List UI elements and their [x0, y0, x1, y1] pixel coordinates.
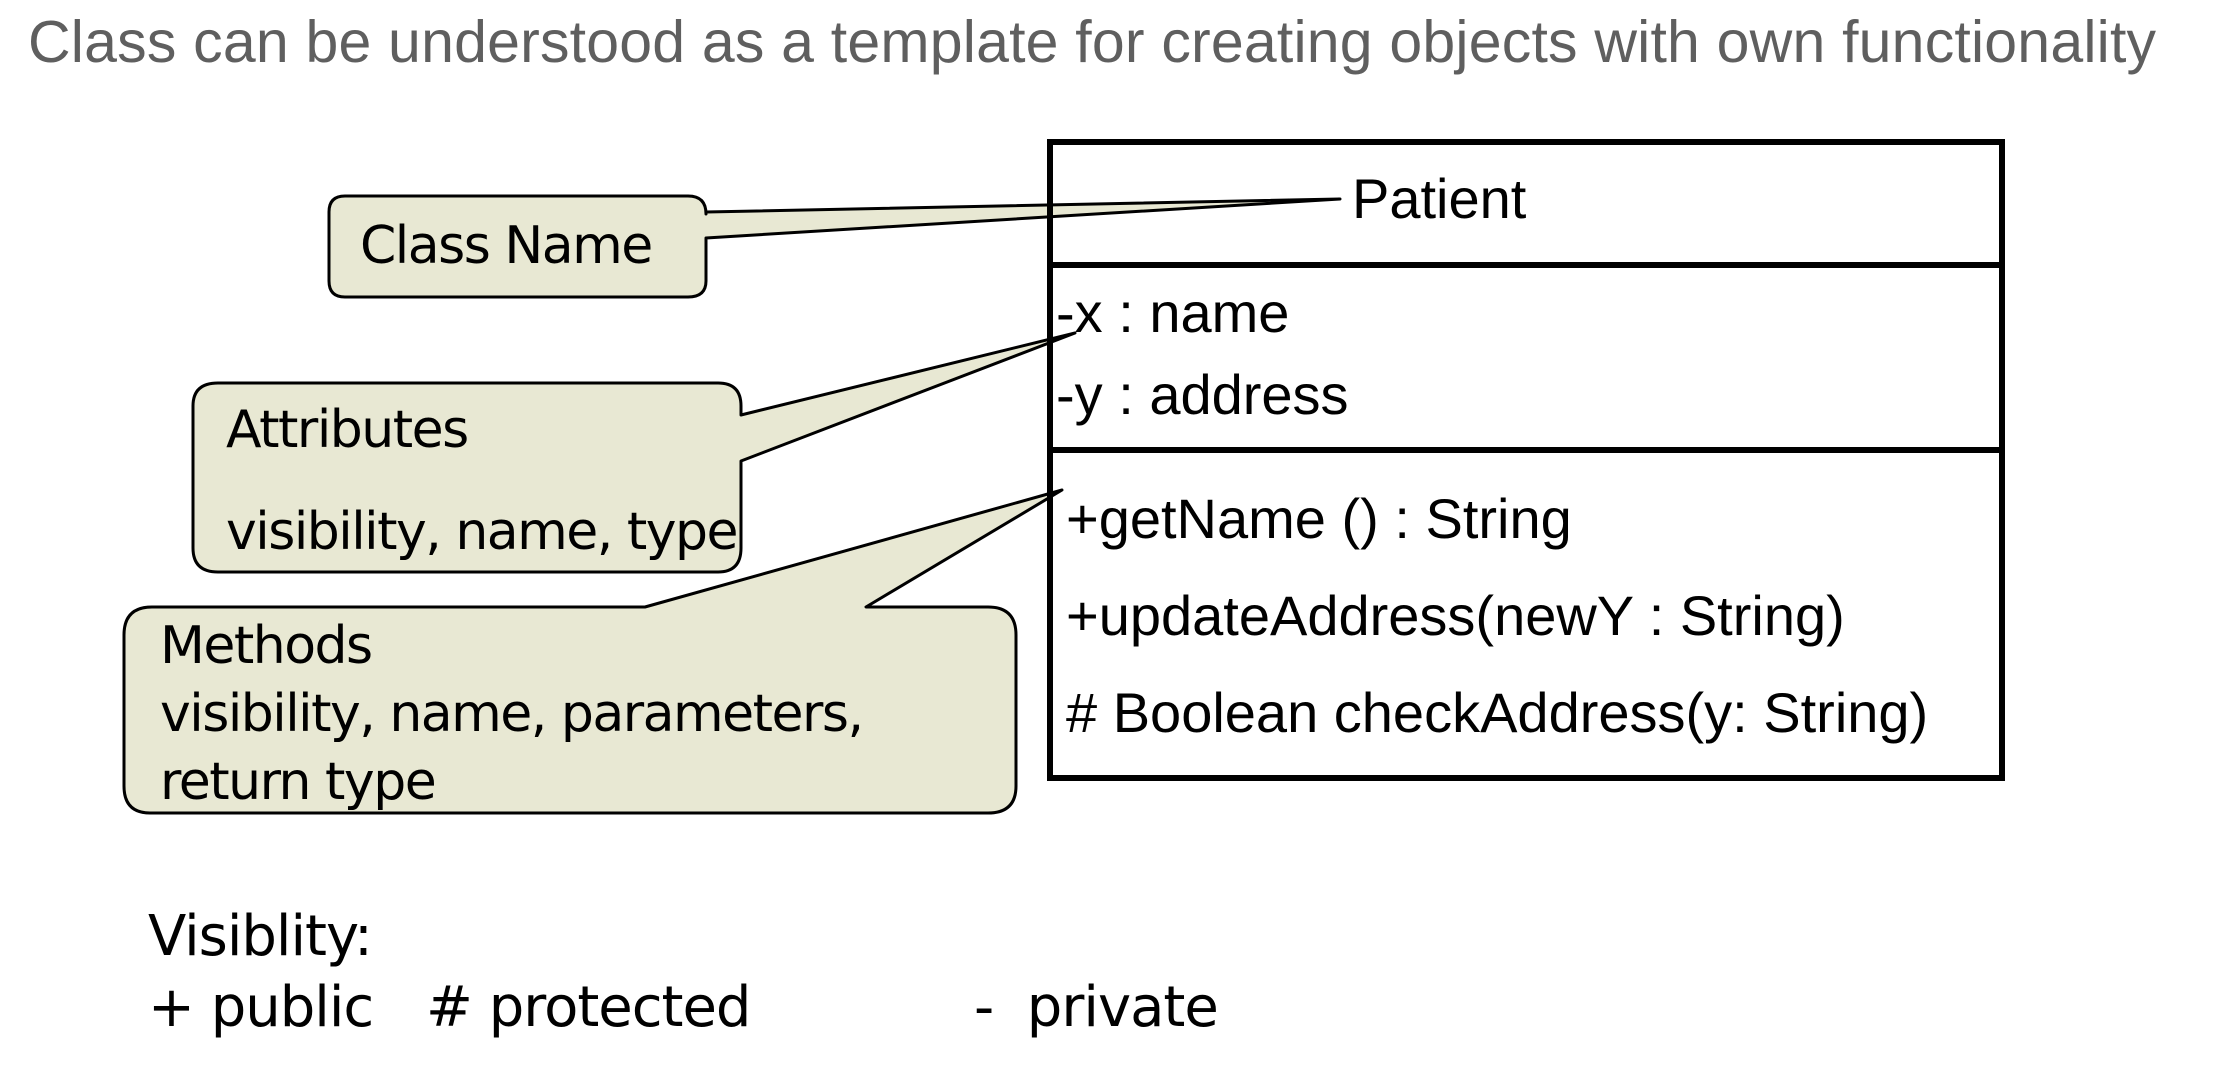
visibility-private: - private [974, 975, 1219, 1040]
visibility-public: + public [148, 975, 374, 1040]
uml-class-box [1047, 139, 2005, 781]
class-name-label: Class Name [360, 216, 653, 276]
methods-detail-line2: return type [160, 752, 437, 812]
methods-detail-line1: visibility, name, parameters, [160, 684, 864, 744]
page-title: Class can be understood as a template fo… [28, 9, 2157, 75]
method-row: +getName () : String [1066, 487, 1572, 550]
methods-callout-shape [122, 488, 1064, 815]
visibility-heading: Visiblity: [148, 904, 373, 969]
attributes-detail: visibility, name, type [226, 502, 739, 562]
attribute-row: -x : name [1056, 281, 1290, 344]
attributes-callout-shape [191, 331, 1077, 574]
uml-class-border [1047, 139, 2005, 781]
method-row: # Boolean checkAddress(y: String) [1066, 681, 1929, 744]
class-name: Patient [1352, 167, 1527, 230]
class-name-callout-shape [327, 194, 1342, 299]
method-row: +updateAddress(newY : String) [1066, 584, 1845, 647]
methods-label: Methods [160, 616, 373, 676]
methods-callout [122, 488, 1064, 815]
visibility-protected: # protected [426, 975, 751, 1040]
attributes-callout [191, 331, 1077, 574]
attribute-row: -y : address [1056, 363, 1349, 426]
class-name-callout [327, 194, 1342, 299]
attributes-label: Attributes [226, 400, 469, 460]
